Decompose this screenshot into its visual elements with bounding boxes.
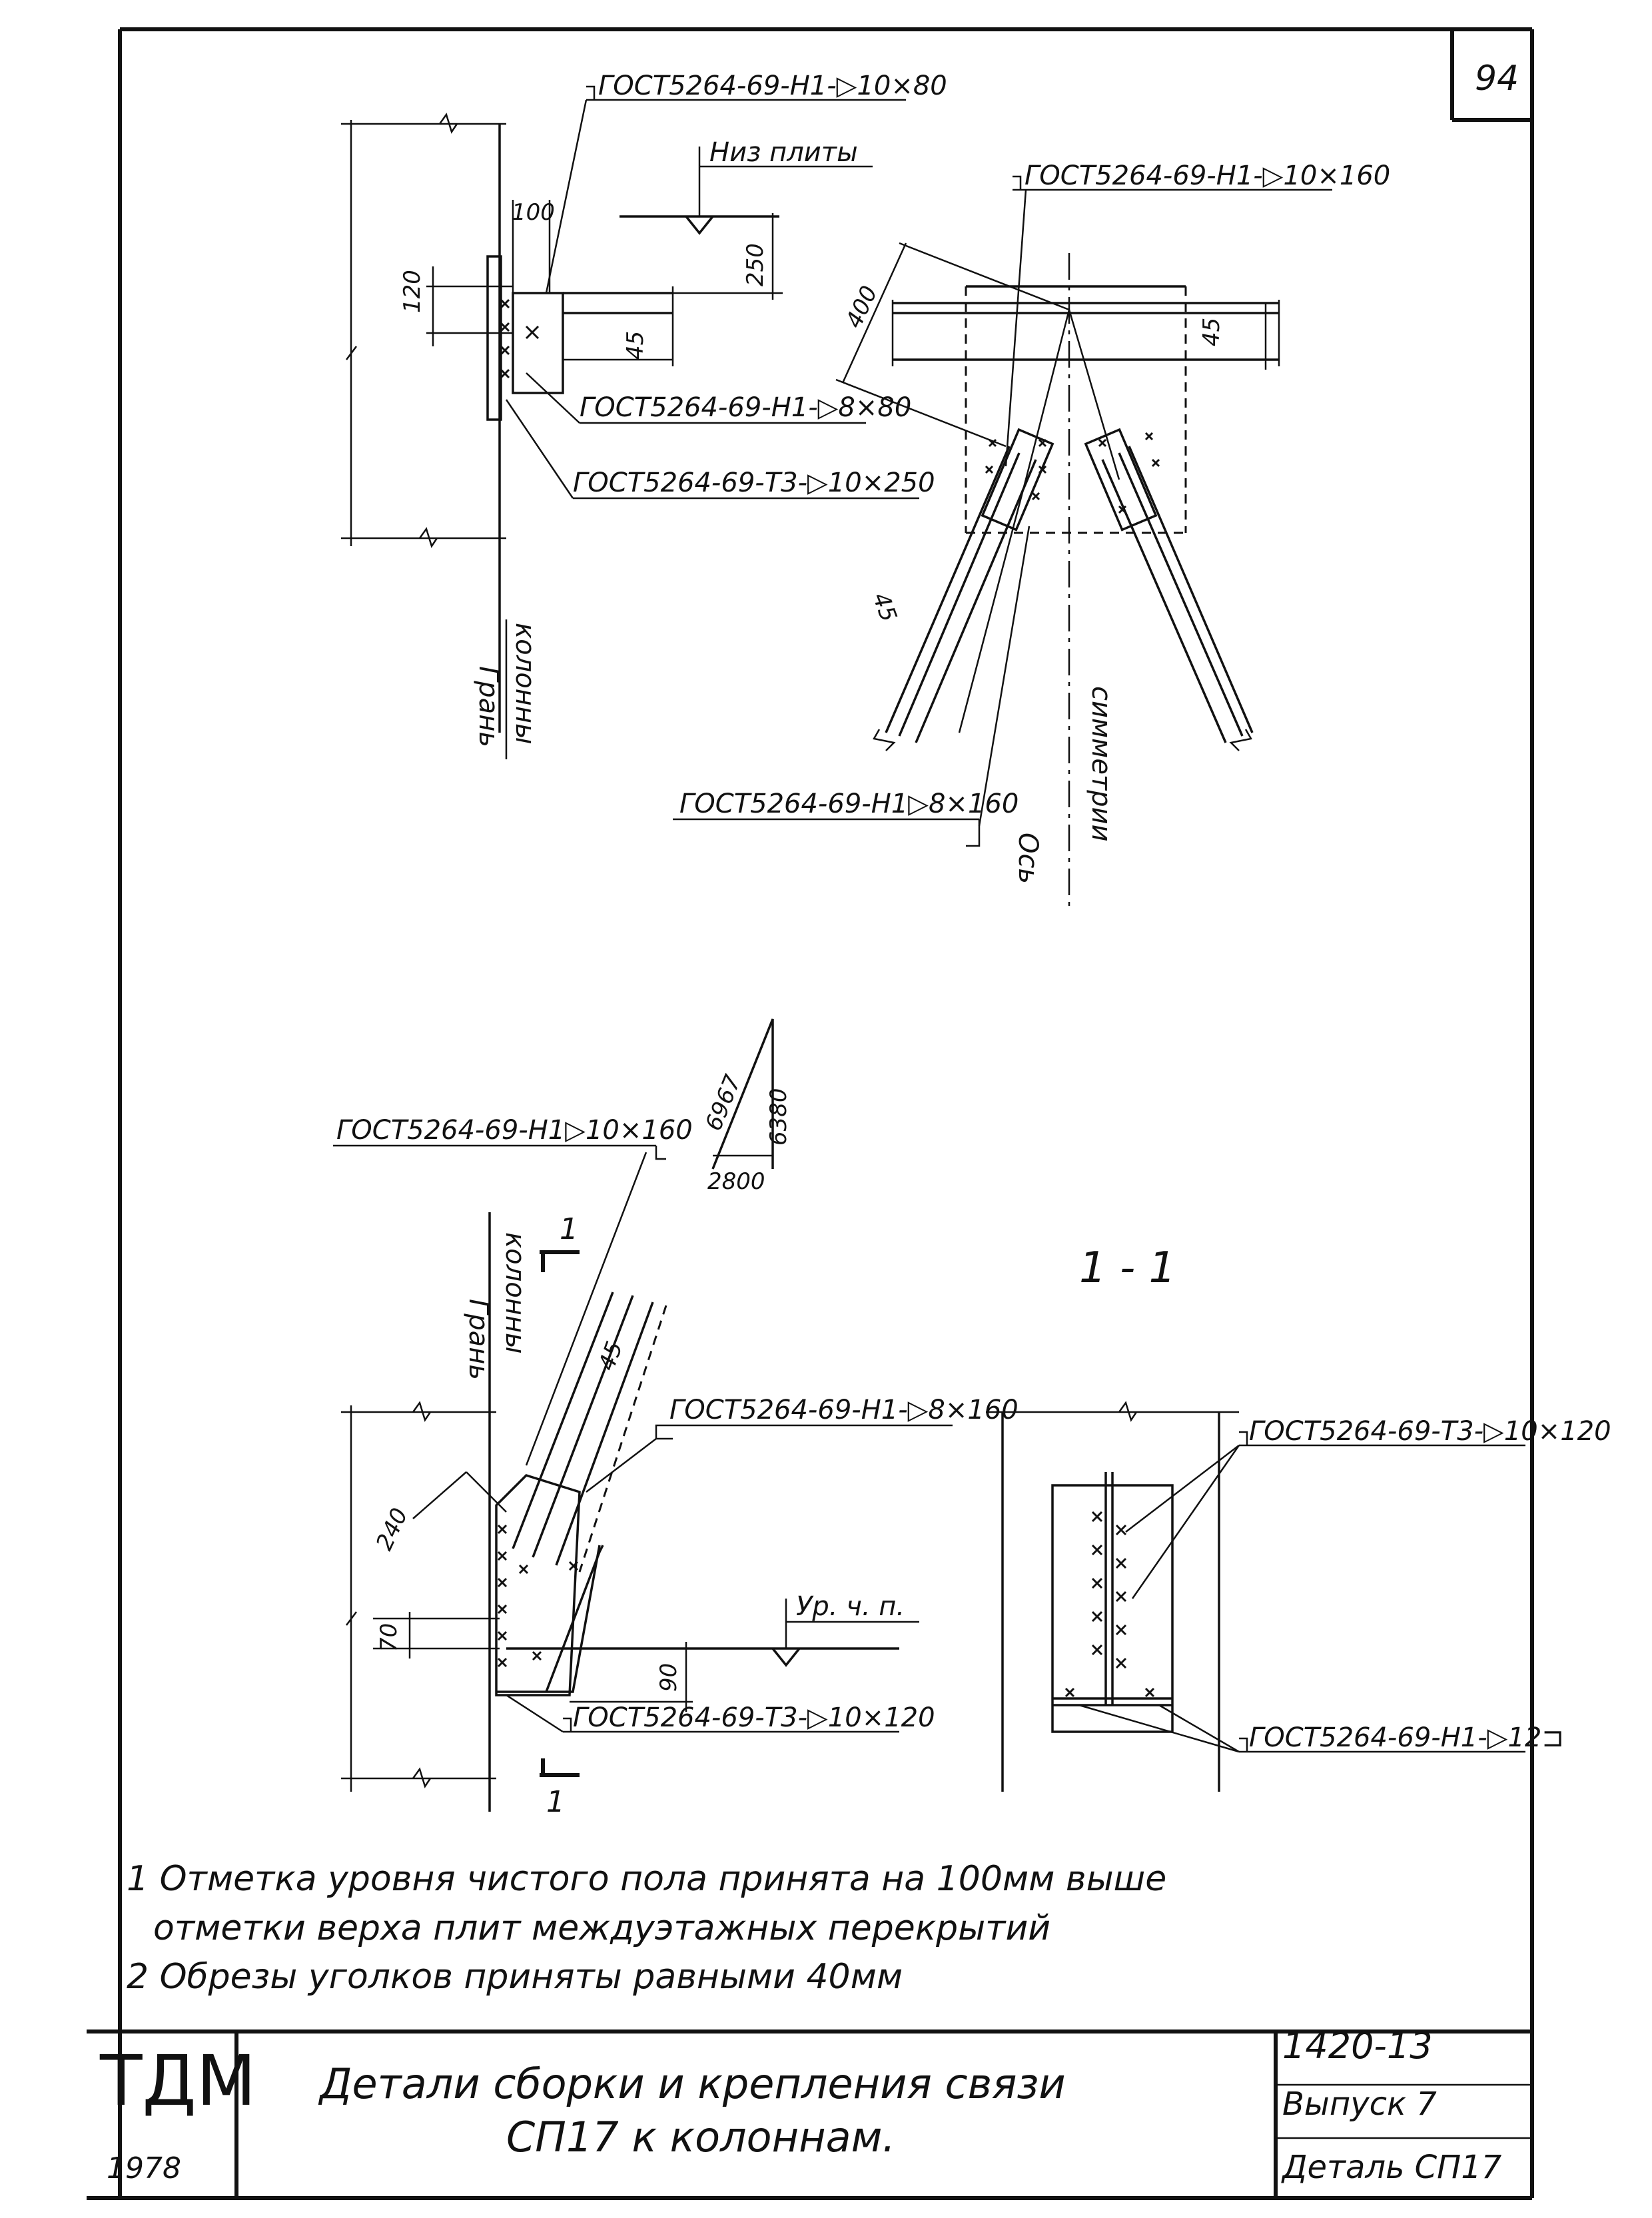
dim-240-label: 240 xyxy=(371,1504,414,1555)
weld-note-top-right: ГОСТ5264-69-Н1-▷10×160 xyxy=(1025,161,1390,191)
dim-250-label: 250 xyxy=(742,243,769,286)
slope-vert-label: 6380 xyxy=(765,1088,792,1146)
section-mark-bottom: 1 xyxy=(546,1785,565,1819)
slope-horiz-label: 2800 xyxy=(707,1168,765,1195)
dim-90-label: 90 xyxy=(655,1663,682,1692)
weld-note-bottom-bottom-left: ГОСТ5264-69-Т3-▷10×120 xyxy=(573,1702,935,1733)
weld-note-bottom-left: ГОСТ5264-69-Т3-▷10×250 xyxy=(573,468,935,498)
title-line-2: СП17 к колоннам. xyxy=(506,2113,895,2161)
series-number: 1420-13 xyxy=(1282,2025,1433,2067)
dim-120-label: 120 xyxy=(399,270,426,313)
section-title: 1 - 1 xyxy=(1079,1244,1176,1293)
issue-number: Выпуск 7 xyxy=(1282,2085,1437,2123)
org-stamp: ТДМ xyxy=(99,2040,256,2121)
sheet-frame xyxy=(87,27,1534,2200)
section-mark-top: 1 xyxy=(560,1212,578,1246)
section-1-1: 1 - 1 ГОСТ5264-69-Т3-▷10×120 ГОСТ5264-69… xyxy=(986,1244,1611,1792)
title-line-1: Детали сборки и крепления связи xyxy=(318,2059,1066,2108)
page-number-box: 94 xyxy=(1450,29,1532,122)
detail-name: Деталь СП17 xyxy=(1281,2149,1502,2186)
dim-100-label: 100 xyxy=(512,199,555,226)
year-stamp: 1978 xyxy=(107,2151,181,2185)
detail-top-right: 400 45 45 ГОСТ5264-69-Н1-▷10×160 ГОСТ526… xyxy=(673,161,1390,906)
column-face-bottom-label-2: колонны xyxy=(500,1232,530,1354)
dim-70-label: 70 xyxy=(376,1623,402,1652)
column-face-label-1: Грань xyxy=(473,666,504,747)
column-face-label-2: колонны xyxy=(510,623,540,745)
axis-label-2: симметрии xyxy=(1086,686,1116,842)
axis-label-1: Ось xyxy=(1013,833,1043,884)
slab-bottom-label: Низ плиты xyxy=(709,137,858,168)
weld-note-top-left: ГОСТ5264-69-Н1-▷10×80 xyxy=(598,71,947,101)
weld-note-section-top: ГОСТ5264-69-Т3-▷10×120 xyxy=(1249,1416,1611,1447)
weld-note-top-bottom-left: ГОСТ5264-69-Н1▷10×160 xyxy=(336,1115,693,1146)
detail-bottom-left: 6967 6380 2800 240 70 xyxy=(333,1018,1019,1819)
dim-45-label: 45 xyxy=(622,331,649,360)
weld-note-section-bottom: ГОСТ5264-69-Н1-▷12⊐ xyxy=(1249,1722,1564,1753)
floor-level-label: Ур. ч. п. xyxy=(796,1591,905,1622)
note-1-line-2: отметки верха плит междуэтажных перекрыт… xyxy=(153,1908,1050,1948)
weld-note-bottom-right: ГОСТ5264-69-Н1▷8×160 xyxy=(679,789,1019,819)
note-2: 2 Обрезы уголков приняты равными 40мм xyxy=(127,1957,903,1997)
column-face-bottom-label-1: Грань xyxy=(463,1299,494,1380)
dim-45-right-label: 45 xyxy=(1198,318,1225,346)
dim-45-bottom-label: 45 xyxy=(594,1338,628,1374)
weld-note-mid-bottom-left: ГОСТ5264-69-Н1-▷8×160 xyxy=(669,1395,1019,1425)
weld-note-mid-left: ГОСТ5264-69-Н1-▷8×80 xyxy=(580,392,911,423)
dim-45-diag-label: 45 xyxy=(867,589,902,625)
note-1-line-1: 1 Отметка уровня чистого пола принята на… xyxy=(127,1859,1166,1899)
title-block: ТДМ 1978 Детали сборки и крепления связи… xyxy=(87,2025,1532,2198)
detail-top-left: 100 120 Низ плиты 250 45 ГОСТ5264-69-Н1-… xyxy=(341,71,947,759)
page-number: 94 xyxy=(1475,59,1519,99)
notes: 1 Отметка уровня чистого пола принята на… xyxy=(127,1859,1166,1997)
